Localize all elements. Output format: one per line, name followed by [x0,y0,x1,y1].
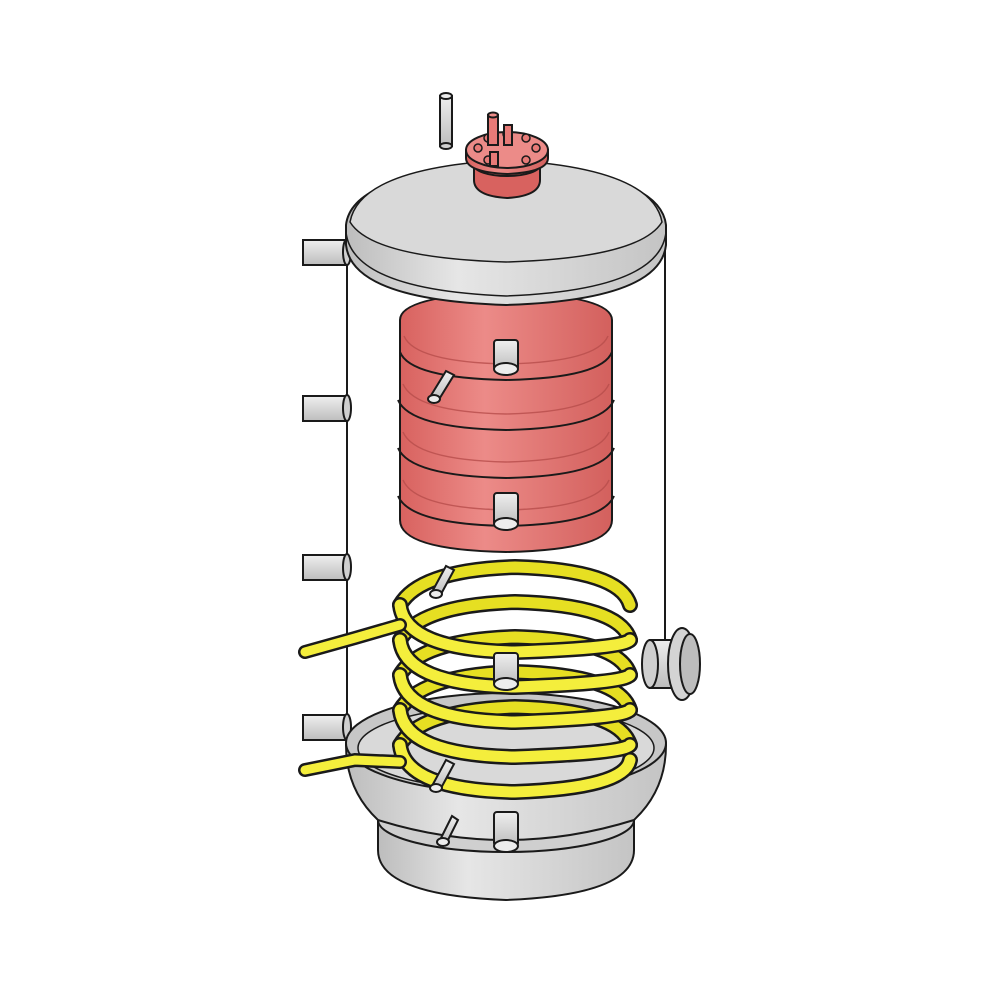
dished-head-icon [345,159,667,307]
bolted-flange-icon [641,627,701,701]
pipe-stub-icon [493,492,519,531]
pipe-stub-icon [493,339,519,376]
pipe-stub-icon [493,811,519,853]
pipe-stub-icon [493,652,519,691]
pipe-stub-icon [429,564,456,599]
inner-corrugated-tank [397,290,615,554]
side-nozzles [302,238,352,741]
heating-coil [298,558,638,801]
pipe-stub-icon [427,369,456,404]
shell-outline [346,250,666,745]
pipe-stub-icon [302,238,352,266]
bolted-flange-icon [465,111,549,200]
bottom-cap [344,691,668,902]
helical-coil-icon [298,558,638,801]
pipe-stub-icon [302,394,352,422]
pipe-stub-icon [302,713,352,741]
top-cap [345,92,667,307]
pipe-stub-icon [436,814,460,847]
pipe-stub-icon [439,92,453,150]
side-flange [641,627,701,701]
inspection-flange-top [465,111,549,200]
pipe-stub-icon [429,758,456,793]
pipe-stub-icon [302,553,352,581]
